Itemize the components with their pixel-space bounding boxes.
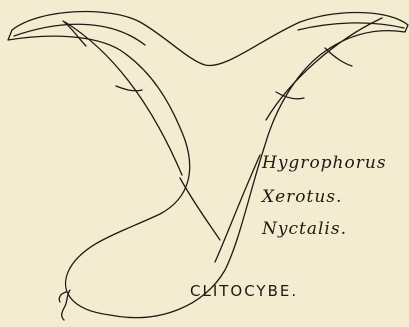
right-arm-inner-upper — [298, 23, 404, 30]
left-arm-cross-2 — [116, 86, 142, 91]
genus-label-xerotus: Xerotus. — [262, 187, 342, 207]
stem-inner-line — [215, 155, 260, 262]
figure-caption: CLITOCYBE. — [190, 282, 298, 300]
stem-divider — [180, 178, 220, 240]
left-arm-inner-upper — [14, 24, 145, 45]
genus-label-nyctalis: Nyctalis. — [262, 219, 347, 239]
genus-label-hygrophorus: Hygrophorus — [262, 153, 387, 173]
right-arm-cross-2 — [276, 92, 304, 99]
root-tendril-2 — [59, 292, 66, 302]
